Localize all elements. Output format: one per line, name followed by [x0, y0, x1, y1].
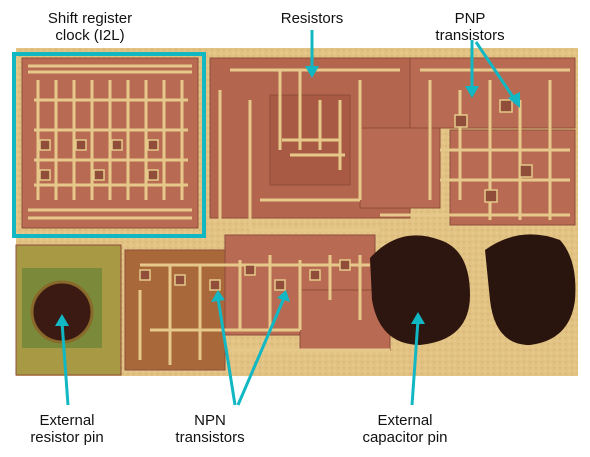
- label-line: External: [39, 412, 95, 429]
- label-line: Shift register: [47, 10, 133, 27]
- label-resistors: Resistors: [262, 10, 362, 27]
- transistor-contacts: [39, 99, 533, 291]
- label-line: Resistors: [280, 10, 344, 27]
- label-line: External: [377, 412, 433, 429]
- label-npn-transistors: NPN transistors: [160, 412, 260, 446]
- capacitor-pad-2: [485, 234, 576, 345]
- label-line: NPN: [194, 412, 226, 429]
- external-capacitor-pad: [370, 235, 470, 345]
- bond-pads: [22, 234, 576, 348]
- label-line: clock (I2L): [55, 27, 125, 44]
- annotation-arrows: [55, 30, 520, 406]
- label-external-resistor-pin: External resistor pin: [12, 412, 122, 446]
- label-line: resistor pin: [30, 429, 104, 446]
- label-line: capacitor pin: [362, 429, 448, 446]
- label-line: PNP: [454, 10, 486, 27]
- label-line: transistors: [435, 27, 505, 44]
- label-shift-register: Shift register clock (I2L): [30, 10, 150, 44]
- label-line: transistors: [175, 429, 245, 446]
- shift-register-highlight: [12, 52, 206, 238]
- label-external-capacitor-pin: External capacitor pin: [340, 412, 470, 446]
- label-pnp-transistors: PNP transistors: [420, 10, 520, 44]
